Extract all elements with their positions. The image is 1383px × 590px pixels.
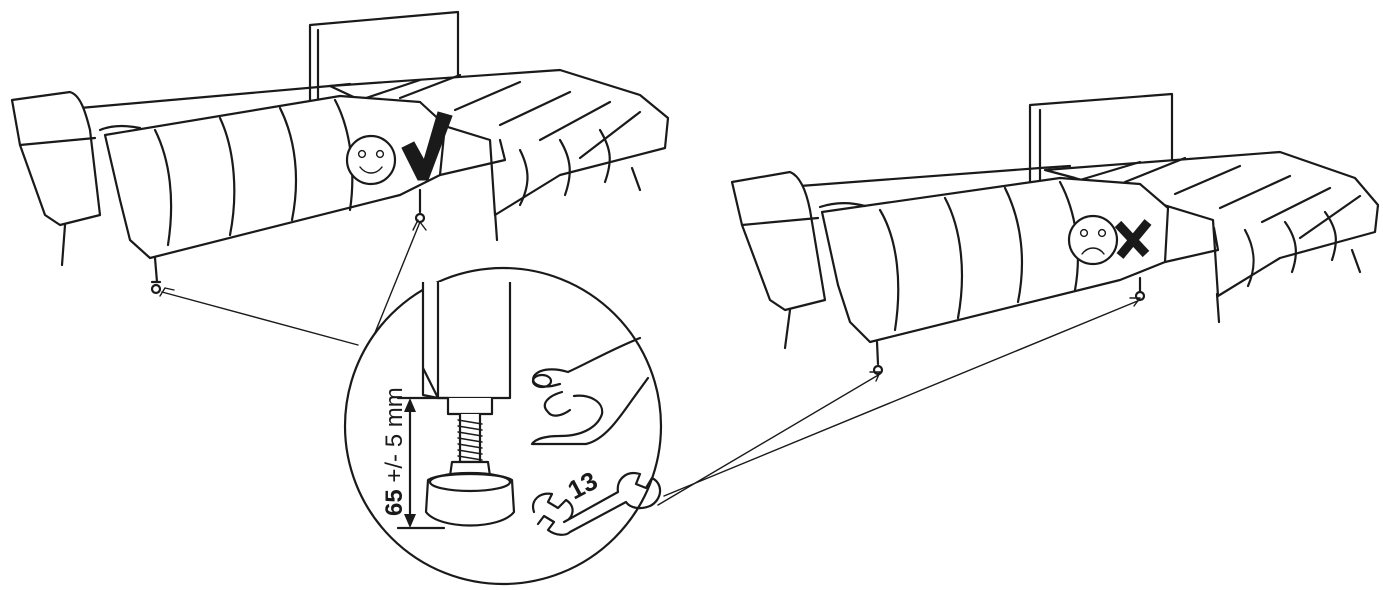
sofa-armrest xyxy=(730,170,827,312)
glide-foot xyxy=(424,472,516,527)
sofa-seat xyxy=(103,94,447,260)
leader-lines xyxy=(159,219,1141,506)
leg-adjustment-detail: 65 +/- 5 mm 13 xyxy=(343,266,663,586)
sofa-correct xyxy=(10,10,670,295)
happy-face-icon xyxy=(345,134,397,186)
dimension-line xyxy=(396,396,450,530)
sofa-armrest xyxy=(10,90,102,227)
hand-icon xyxy=(530,336,650,446)
height-dimension-label: 65 +/- 5 mm xyxy=(381,387,408,516)
sad-face-icon xyxy=(1067,214,1119,266)
cross-mark-icon xyxy=(1114,219,1152,259)
sofa-seat xyxy=(820,176,1170,344)
sofa-incorrect xyxy=(730,92,1380,376)
sofa-leg xyxy=(421,282,512,400)
check-mark-icon xyxy=(401,111,453,181)
